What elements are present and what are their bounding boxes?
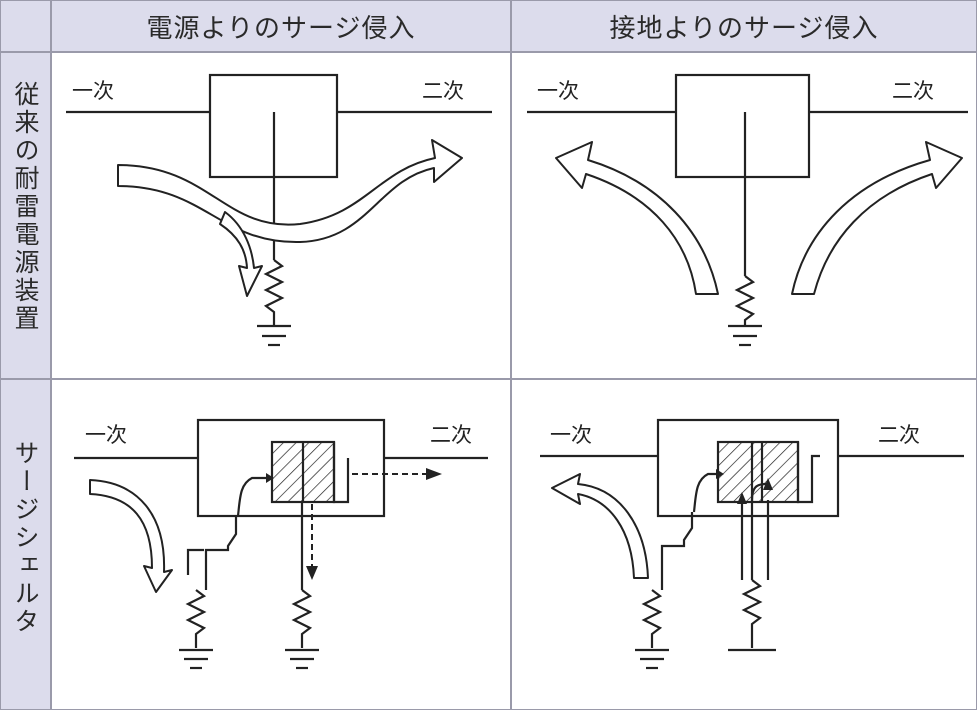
- ground-symbol: [728, 324, 762, 347]
- label-secondary: 二次: [892, 79, 934, 103]
- panel-conventional-ground: 一次 二次: [512, 53, 976, 378]
- surge-arrow-through: [117, 139, 463, 244]
- shelter-box: [656, 418, 840, 518]
- header-ground-surge-text: 接地よりのサージ侵入: [609, 13, 879, 44]
- label-secondary: 二次: [878, 423, 920, 447]
- diagram-conventional-ground: 一次 二次: [527, 73, 968, 347]
- shield-block: [270, 440, 350, 504]
- diagram-conventional-power: 一次 二次: [66, 73, 492, 347]
- label-primary: 一次: [85, 423, 127, 447]
- surge-arrow-left: [555, 141, 719, 295]
- surge-arrow-right: [791, 141, 963, 295]
- device-box: [674, 73, 811, 179]
- ground-symbol-right: [285, 648, 319, 670]
- resistor-left: [641, 589, 663, 648]
- diagram-shelter-ground: 一次 二次: [540, 418, 964, 670]
- panel-shelter-ground: 一次 二次: [512, 380, 976, 709]
- label-primary: 一次: [550, 423, 592, 447]
- ground-symbol: [257, 324, 291, 347]
- resistor: [734, 275, 756, 326]
- corner-cell: [1, 1, 50, 51]
- row-label-surge-shelter: サージシェルタ: [1, 380, 50, 709]
- label-secondary: 二次: [422, 79, 464, 103]
- label-primary: 一次: [537, 79, 579, 103]
- shield-block: [716, 440, 820, 504]
- label-secondary: 二次: [430, 423, 472, 447]
- ground-symbol-left: [635, 648, 669, 670]
- resistor: [263, 259, 285, 326]
- resistor-right: [291, 589, 313, 648]
- ground-symbol-left: [179, 648, 213, 670]
- resistor-left: [185, 589, 207, 648]
- row-label-conventional: 従来の耐雷電源装置: [1, 53, 50, 378]
- label-primary: 一次: [72, 79, 114, 103]
- header-power-surge-text: 電源よりのサージ侵入: [146, 13, 416, 44]
- resistor-right: [741, 579, 763, 648]
- surge-arrow-in: [89, 479, 173, 593]
- surge-arrow-down: [219, 211, 263, 297]
- header-power-surge: 電源よりのサージ侵入: [52, 1, 510, 51]
- diagram-shelter-power: 一次 二次: [74, 418, 488, 670]
- surge-arrow-out-left: [551, 473, 649, 579]
- row-label-conventional-text: 従来の耐雷電源装置: [11, 81, 40, 333]
- row-label-surge-shelter-text: サージシェルタ: [11, 440, 40, 636]
- header-ground-surge: 接地よりのサージ侵入: [512, 1, 976, 51]
- panel-shelter-power: 一次 二次: [52, 380, 510, 709]
- panel-conventional-power: 一次 二次: [52, 53, 510, 378]
- shelter-box: [196, 418, 386, 518]
